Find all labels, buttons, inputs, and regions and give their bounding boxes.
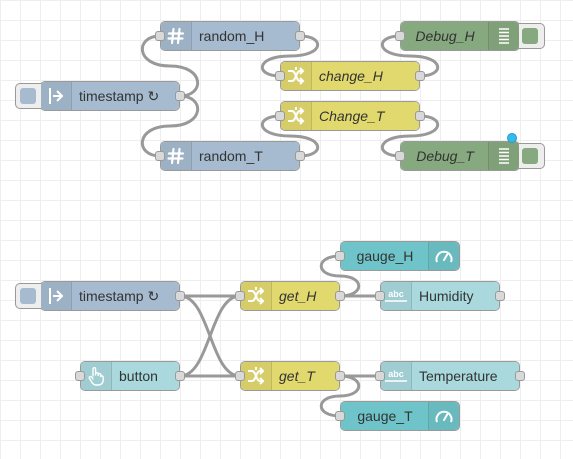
wire-random-h-to-change-h[interactable]	[260, 34, 320, 78]
node-label: Change_T	[319, 108, 385, 124]
shuffle-icon	[241, 282, 272, 310]
debug-list-icon	[488, 142, 519, 170]
debug-toggle-button[interactable]	[519, 23, 545, 49]
output-port[interactable]	[515, 371, 525, 381]
node-random-h[interactable]: random_H	[155, 21, 305, 51]
node-label: gauge_H	[356, 248, 414, 264]
input-port[interactable]	[335, 411, 345, 421]
debug-list-icon	[488, 22, 519, 50]
node-debug-h[interactable]: Debug_H	[395, 21, 545, 51]
input-port[interactable]	[275, 111, 285, 121]
svg-text:abc: abc	[388, 289, 404, 299]
output-port[interactable]	[335, 291, 345, 301]
output-port[interactable]	[495, 291, 505, 301]
debug-button-face	[522, 28, 538, 44]
node-gauge-h[interactable]: gauge_H	[335, 241, 460, 271]
wire-random-t-to-change-t[interactable]	[260, 114, 320, 158]
wire-get-h-to-gauge-h[interactable]	[319, 254, 361, 298]
node-humidity[interactable]: abc Humidity	[375, 281, 505, 311]
node-get-t[interactable]: get_T	[235, 361, 345, 391]
wires-layer	[141, 34, 440, 418]
node-change-t[interactable]: Change_T	[275, 101, 425, 131]
debug-toggle-button[interactable]	[519, 143, 545, 169]
wire-change-h-to-debug-h[interactable]	[380, 34, 440, 78]
output-port[interactable]	[335, 371, 345, 381]
input-port[interactable]	[275, 71, 285, 81]
input-port[interactable]	[335, 251, 345, 261]
wire-button-to-get-h[interactable]	[179, 294, 241, 378]
wire-get-t-to-gauge-t[interactable]	[319, 374, 361, 418]
shuffle-icon	[281, 62, 312, 90]
inject-trigger-button[interactable]	[15, 283, 41, 309]
node-label: change_H	[319, 68, 383, 84]
input-port[interactable]	[375, 291, 385, 301]
node-temperature[interactable]: abc Temperature	[375, 361, 525, 391]
gauge-icon	[428, 402, 459, 430]
changed-indicator-dot	[507, 133, 517, 143]
node-timestamp1[interactable]: timestamp ↻	[15, 81, 185, 111]
output-port[interactable]	[175, 291, 185, 301]
node-label: Debug_T	[416, 148, 474, 164]
abc-icon: abc	[381, 282, 412, 310]
inject-arrow-icon	[41, 282, 72, 310]
node-gauge-t[interactable]: gauge_T	[335, 401, 460, 431]
input-port[interactable]	[155, 151, 165, 161]
node-get-h[interactable]: get_H	[235, 281, 345, 311]
node-label: button	[119, 368, 158, 384]
input-port[interactable]	[395, 31, 405, 41]
inject-arrow-icon	[41, 82, 72, 110]
inject-button-face	[20, 88, 36, 104]
node-label: gauge_T	[357, 408, 413, 424]
output-port[interactable]	[415, 71, 425, 81]
output-port[interactable]	[295, 151, 305, 161]
shuffle-icon	[241, 362, 272, 390]
node-label: Debug_H	[415, 28, 475, 44]
hash-icon	[161, 142, 192, 170]
abc-icon: abc	[381, 362, 412, 390]
debug-button-face	[522, 148, 538, 164]
node-label: get_H	[279, 288, 317, 304]
gauge-icon	[428, 242, 459, 270]
node-label: random_H	[199, 28, 265, 44]
node-label: random_T	[199, 148, 263, 164]
input-port[interactable]	[235, 371, 245, 381]
node-random-t[interactable]: random_T	[155, 141, 305, 171]
input-port[interactable]	[375, 371, 385, 381]
node-button[interactable]: button	[75, 361, 185, 391]
node-timestamp2[interactable]: timestamp ↻	[15, 281, 185, 311]
input-port[interactable]	[75, 371, 85, 381]
node-label: timestamp ↻	[79, 88, 160, 104]
node-change-h[interactable]: change_H	[275, 61, 425, 91]
node-debug-t[interactable]: Debug_T	[395, 133, 545, 171]
svg-text:abc: abc	[388, 369, 404, 379]
node-label: Temperature	[419, 368, 498, 384]
input-port[interactable]	[235, 291, 245, 301]
output-port[interactable]	[415, 111, 425, 121]
node-label: timestamp ↻	[79, 288, 160, 304]
hash-icon	[161, 22, 192, 50]
input-port[interactable]	[395, 151, 405, 161]
output-port[interactable]	[295, 31, 305, 41]
inject-button-face	[20, 288, 36, 304]
output-port[interactable]	[175, 371, 185, 381]
node-label: get_T	[279, 368, 315, 384]
hand-pointer-icon	[81, 362, 112, 390]
input-port[interactable]	[155, 31, 165, 41]
shuffle-icon	[281, 102, 312, 130]
inject-trigger-button[interactable]	[15, 83, 41, 109]
wire-change-t-to-debug-t[interactable]	[380, 114, 440, 158]
output-port[interactable]	[175, 91, 185, 101]
wire-timestamp1-to-random-t[interactable]	[141, 94, 199, 158]
wire-timestamp1-to-random-h[interactable]	[141, 34, 199, 98]
node-label: Humidity	[419, 288, 474, 304]
